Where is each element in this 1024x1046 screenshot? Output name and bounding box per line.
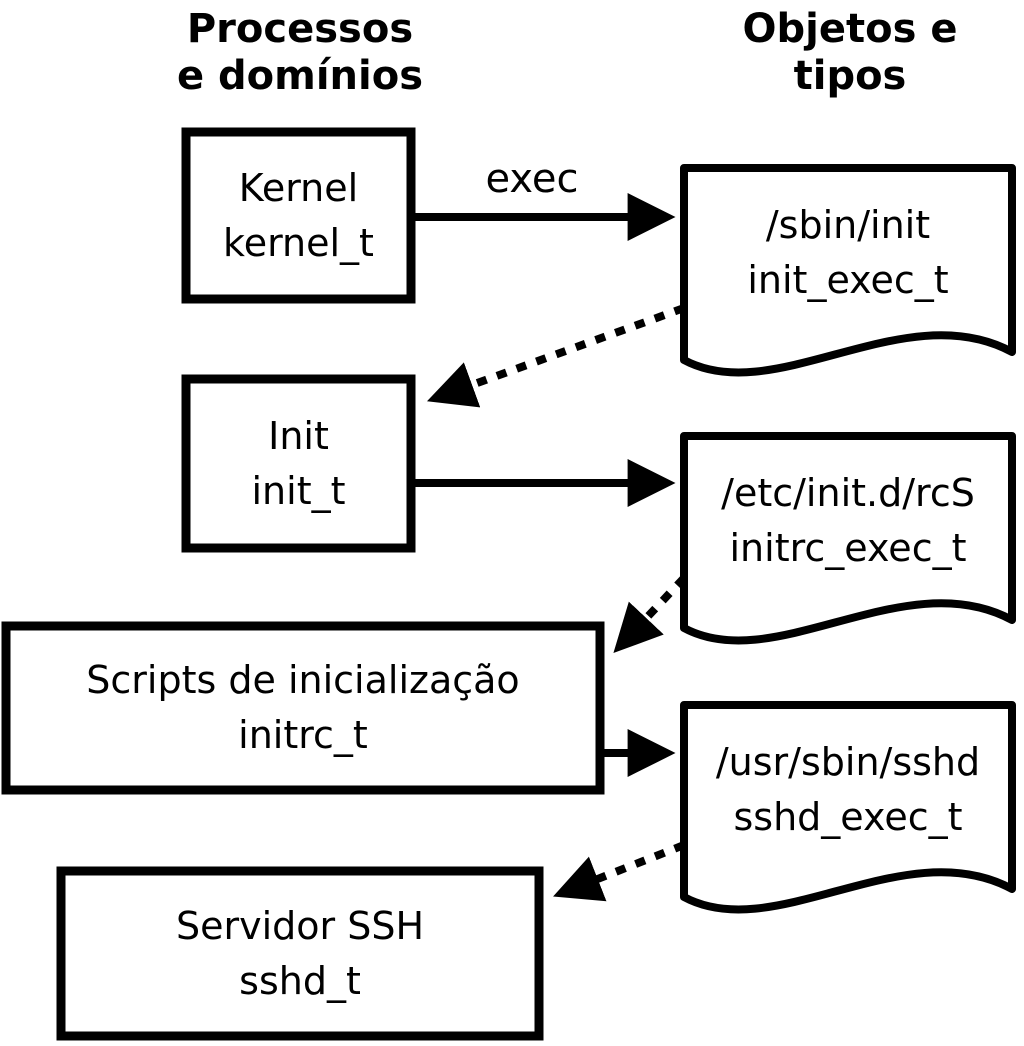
process-name: Scripts de inicialização xyxy=(86,658,520,702)
column-header-processes: Processos e domínios xyxy=(176,6,424,99)
object-doc-usr-sbin-sshd: /usr/sbin/sshd sshd_exec_t xyxy=(684,712,1012,867)
transition-arrow-init-exec-to-init xyxy=(426,304,686,408)
process-name: Servidor SSH xyxy=(175,903,425,948)
object-path: /sbin/init xyxy=(765,202,931,247)
object-type: sshd_exec_t xyxy=(733,794,963,839)
object-doc-sbin-init-shape xyxy=(680,164,1016,377)
process-box-kernel: Kernel kernel_t xyxy=(182,128,415,303)
process-name: Init xyxy=(268,413,329,458)
process-type: sshd_t xyxy=(239,958,361,1003)
process-box-initrc-shape xyxy=(1,621,605,795)
object-doc-etc-initd-rcs-shape xyxy=(680,432,1016,645)
column-header-objects: Objetos e tipos xyxy=(742,6,958,99)
transition-arrow-initrc-exec-to-initrc xyxy=(613,575,687,653)
process-type: initrc_t xyxy=(238,713,368,757)
process-type: init_t xyxy=(251,468,346,513)
process-box-kernel-shape xyxy=(181,127,416,304)
process-box-sshd-shape xyxy=(56,866,544,1041)
object-doc-usr-sbin-sshd-shape xyxy=(680,701,1016,914)
object-doc-sbin-init: /sbin/init init_exec_t xyxy=(684,175,1012,330)
process-box-initrc: Scripts de inicialização initrc_t xyxy=(2,622,604,794)
process-box-init-shape xyxy=(181,374,416,553)
object-type: init_exec_t xyxy=(747,257,949,302)
object-doc-etc-initd-rcs: /etc/init.d/rcS initrc_exec_t xyxy=(684,443,1012,598)
object-path: /usr/sbin/sshd xyxy=(715,739,981,784)
object-path: /etc/init.d/rcS xyxy=(721,470,975,515)
process-box-sshd: Servidor SSH sshd_t xyxy=(57,867,543,1040)
process-box-init: Init init_t xyxy=(182,375,415,552)
process-type: kernel_t xyxy=(223,220,374,265)
process-name: Kernel xyxy=(238,165,359,210)
transition-arrow-sshd-exec-to-sshd xyxy=(553,841,686,902)
exec-arrow-label: exec xyxy=(485,156,579,202)
object-type: initrc_exec_t xyxy=(729,525,967,570)
